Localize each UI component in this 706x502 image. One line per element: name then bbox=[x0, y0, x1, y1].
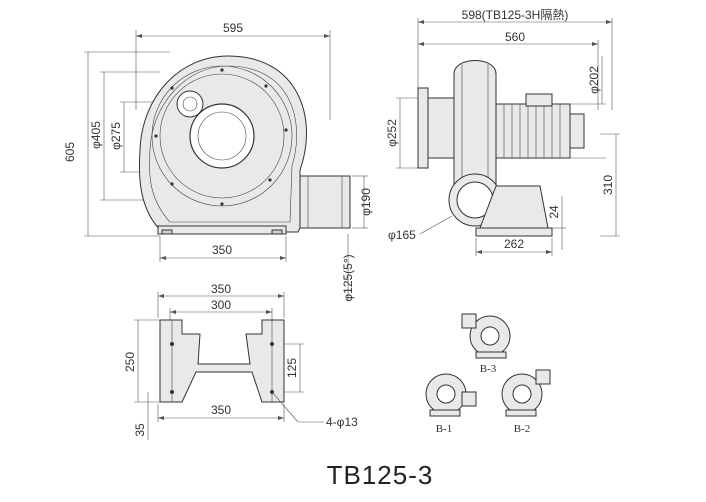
dim-inlet-dia: φ252 bbox=[385, 119, 399, 147]
dim-inlet-flange: φ165 bbox=[388, 228, 416, 242]
drawing-title: TB125-3 bbox=[327, 460, 434, 490]
variants: B-3 B-1 B-2 bbox=[425, 313, 551, 435]
variant-label-b3: B-3 bbox=[480, 363, 497, 375]
dim-height-605: 605 bbox=[63, 142, 77, 162]
dim-outlet-dia: φ190 bbox=[359, 188, 373, 216]
dim-top-width: 350 bbox=[211, 282, 231, 296]
dim-hole-span: 300 bbox=[211, 298, 231, 312]
dim-base-length: 262 bbox=[504, 237, 524, 251]
dim-width-595: 595 bbox=[223, 21, 243, 35]
dim-length: 560 bbox=[505, 30, 525, 44]
base-view: 350 300 250 125 350 35 bbox=[123, 282, 358, 440]
dim-foot: 35 bbox=[133, 423, 147, 437]
dim-center-height: 310 bbox=[601, 175, 615, 195]
variant-b1: B-1 bbox=[425, 373, 477, 435]
side-view: 598(TB125-3H隔熱) 560 bbox=[385, 8, 620, 256]
dim-outer-dia: φ405 bbox=[89, 121, 103, 149]
front-view: 595 605 φ405 φ275 bbox=[63, 21, 373, 302]
dim-base-height-250: 250 bbox=[123, 352, 137, 372]
variant-label-b2: B-2 bbox=[514, 423, 531, 435]
variant-label-b1: B-1 bbox=[436, 423, 453, 435]
dim-overall-length: 598(TB125-3H隔熱) bbox=[462, 8, 569, 22]
variant-b3: B-3 bbox=[461, 313, 511, 375]
variant-b2: B-2 bbox=[501, 369, 551, 435]
dim-inner-dia: φ275 bbox=[109, 122, 123, 150]
dim-bottom-width: 350 bbox=[211, 403, 231, 417]
dim-holes: 4-φ13 bbox=[326, 415, 358, 429]
dim-inner-height: 125 bbox=[285, 358, 299, 378]
dim-motor-dia: φ202 bbox=[587, 66, 601, 94]
dim-base-height: 24 bbox=[547, 205, 561, 219]
dim-base-width: 350 bbox=[212, 243, 232, 257]
dim-outlet-angle: φ125(5°) bbox=[341, 254, 355, 301]
